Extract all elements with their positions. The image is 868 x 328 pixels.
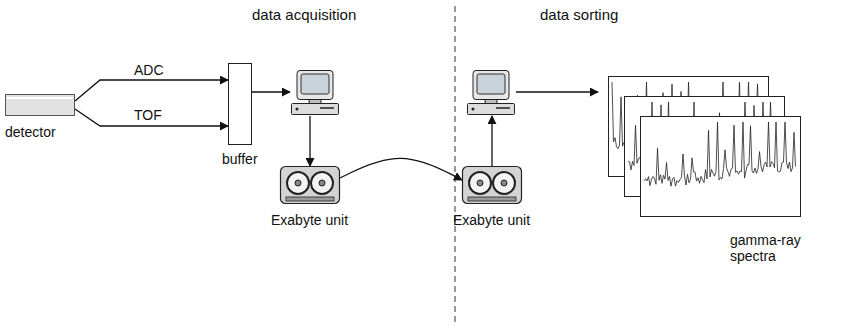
computer-icon-graphic	[290, 70, 340, 116]
tape-slot	[468, 197, 516, 201]
tape-reel	[469, 172, 491, 194]
node-label: buffer	[222, 151, 258, 167]
reel-hub	[295, 180, 301, 186]
monitor-case	[297, 71, 333, 100]
flow-arrow	[340, 158, 462, 180]
section-label: data acquisition	[252, 6, 356, 24]
divider-line	[455, 6, 456, 322]
signal-label: TOF	[132, 107, 164, 123]
tape-unit: Exabyte unit	[280, 166, 340, 204]
tape-case	[281, 167, 340, 204]
signal-label: ADC	[132, 62, 166, 78]
spectra-stack-graphic	[598, 74, 808, 220]
frame-border	[641, 117, 801, 217]
tape-unit-graphic	[280, 166, 340, 204]
reel-hub	[477, 180, 483, 186]
flow-arrow	[75, 80, 228, 101]
flow-arrow	[252, 91, 290, 92]
flow-arrow	[491, 116, 492, 166]
computer-icon	[290, 70, 340, 116]
detector-box-graphic	[5, 94, 75, 116]
computer-base	[468, 104, 515, 115]
tape-case	[463, 167, 522, 204]
monitor-screen	[301, 74, 329, 94]
computer-icon	[466, 70, 516, 116]
buffer-body	[229, 64, 252, 145]
monitor-stand	[309, 100, 321, 104]
tape-reel	[287, 172, 309, 194]
drive-slot	[496, 107, 510, 109]
detector-box: detector	[5, 94, 75, 116]
buffer-box: buffer	[228, 63, 252, 145]
monitor-screen	[477, 74, 505, 94]
spectra-stack: gamma-ray spectra	[598, 74, 808, 220]
power-light	[296, 108, 299, 111]
node-label: detector	[5, 124, 56, 140]
detector-highlight	[7, 97, 73, 99]
monitor-case	[473, 71, 509, 100]
reel-hub	[501, 180, 507, 186]
node-label: Exabyte unit	[453, 212, 530, 228]
node-label: gamma-ray spectra	[730, 232, 812, 264]
section-label: data sorting	[540, 6, 618, 24]
computer-base	[292, 104, 339, 115]
tape-unit-graphic	[462, 166, 522, 204]
spectrum-frame	[641, 117, 801, 217]
drive-slot	[320, 107, 334, 109]
node-label: Exabyte unit	[271, 212, 348, 228]
monitor-stand	[485, 100, 497, 104]
computer-icon-graphic	[466, 70, 516, 116]
tape-reel	[311, 172, 333, 194]
tape-reel	[493, 172, 515, 194]
power-light	[472, 108, 475, 111]
tape-slot	[286, 197, 334, 201]
flow-arrow	[516, 91, 598, 92]
reel-hub	[319, 180, 325, 186]
tape-unit: Exabyte unit	[462, 166, 522, 204]
spectrum-trace	[644, 122, 796, 186]
buffer-box-graphic	[228, 63, 252, 145]
detector-body	[6, 95, 75, 116]
flow-arrow	[309, 116, 310, 166]
